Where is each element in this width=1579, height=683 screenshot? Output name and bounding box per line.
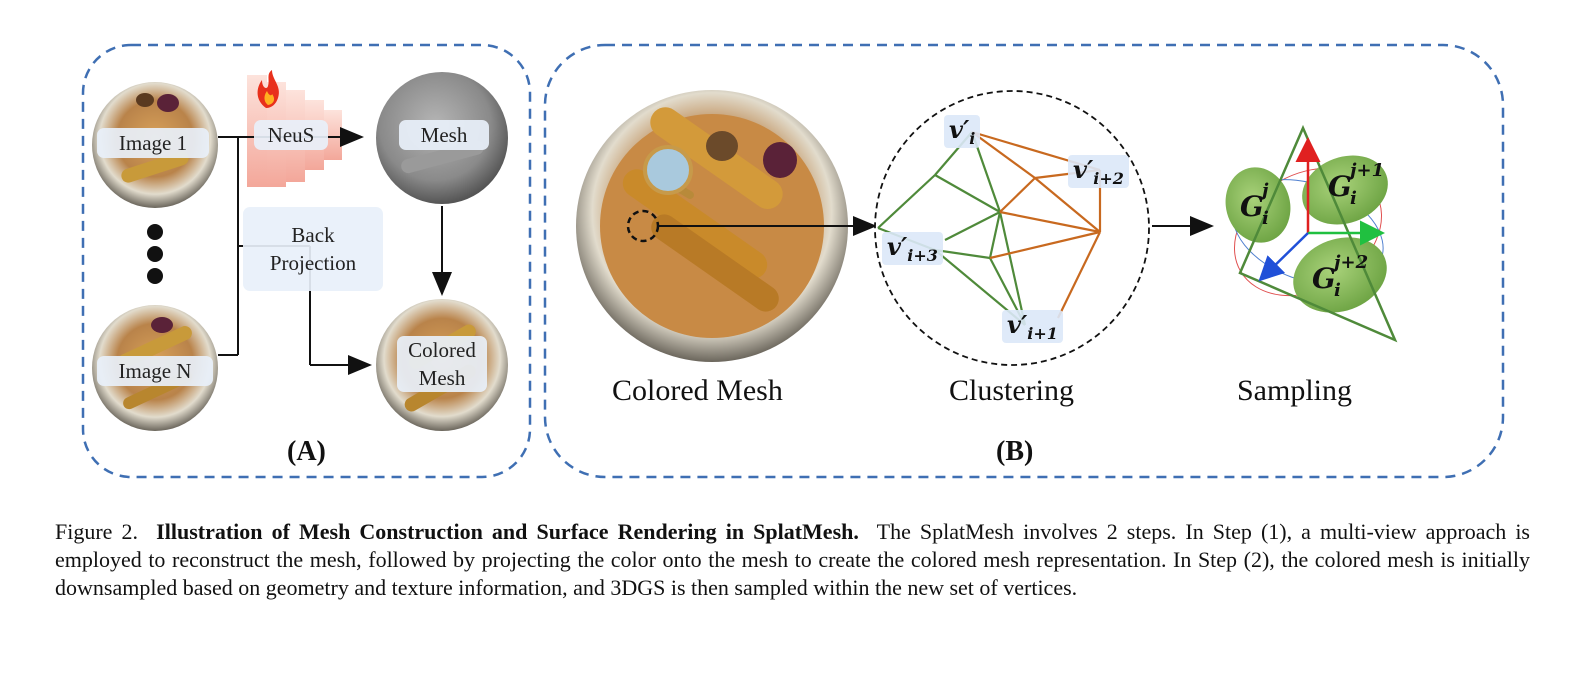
step-sampling: Sampling [1237, 374, 1353, 407]
figure-caption: Figure 2. Illustration of Mesh Construct… [55, 518, 1530, 602]
magnifier-icon [643, 145, 694, 199]
panel-b-label: (B) [996, 436, 1034, 467]
step-clustering: Clustering [949, 374, 1074, 407]
vertex-i2-sub: i+2 [1093, 168, 1124, 188]
sampling-triangle [1225, 124, 1398, 343]
back-projection-line2: Projection [269, 251, 357, 275]
gaussian-j1-sub: i [1350, 188, 1357, 209]
back-projection-line1: Back [291, 223, 335, 247]
gaussian-j-sup: j [1262, 180, 1269, 201]
panel-a-label: (A) [287, 436, 326, 467]
gaussian-j2-base: G [1312, 262, 1336, 295]
vertex-label-i: v′i [944, 115, 981, 148]
colored-mesh-label: Colored Mesh [397, 336, 487, 392]
gaussian-j1-base: G [1328, 170, 1352, 203]
vertex-i1-base: v′ [1007, 310, 1028, 339]
caption-body: The SplatMesh involves 2 steps. In Step … [55, 519, 1530, 600]
vertex-label-i-plus-3: v′i+3 [882, 232, 943, 265]
gaussian-j2-sub: i [1334, 280, 1341, 301]
vertex-i-sub: i [969, 128, 976, 148]
gaussian-label-j: G j i [1240, 180, 1269, 229]
fire-icon [257, 70, 279, 108]
panel-b-frame [543, 43, 1505, 479]
colored-mesh-line2: Mesh [418, 366, 466, 390]
colored-mesh-line1: Colored [408, 338, 476, 362]
figure-graphic [81, 43, 1505, 479]
vertex-i3-sub: i+3 [907, 245, 938, 265]
vertex-i1-sub: i+1 [1027, 323, 1058, 343]
image-1-label: Image 1 [97, 128, 209, 158]
panel-a-frame [81, 43, 532, 479]
figure: Image 1 Image N NeuS Mesh Back Projectio… [81, 43, 1505, 479]
gaussian-j2-sup: j+2 [1334, 252, 1369, 273]
gaussian-label-j-plus-2: G j+2 i [1312, 252, 1368, 301]
gaussian-j-base: G [1240, 190, 1264, 223]
vertex-i2-base: v′ [1073, 155, 1094, 184]
gaussian-label-j-plus-1: G j+1 i [1328, 160, 1384, 209]
vertex-label-i-plus-1: v′i+1 [1002, 310, 1063, 343]
ellipsis-dots [147, 224, 163, 284]
step-colored-mesh: Colored Mesh [612, 374, 783, 407]
neus-label: NeuS [254, 120, 328, 150]
caption-figure-number: Figure 2. [55, 519, 139, 544]
caption-title: Illustration of Mesh Construction and Su… [156, 519, 859, 544]
mesh-label: Mesh [399, 120, 489, 150]
vertex-i3-base: v′ [887, 232, 908, 261]
vertex-label-i-plus-2: v′i+2 [1068, 155, 1129, 188]
gaussian-j-sub: i [1262, 208, 1269, 229]
image-n-label: Image N [97, 356, 213, 386]
gaussian-j1-sup: j+1 [1350, 160, 1385, 181]
vertex-i-base: v′ [949, 115, 970, 144]
back-projection-label: Back Projection [243, 207, 383, 291]
